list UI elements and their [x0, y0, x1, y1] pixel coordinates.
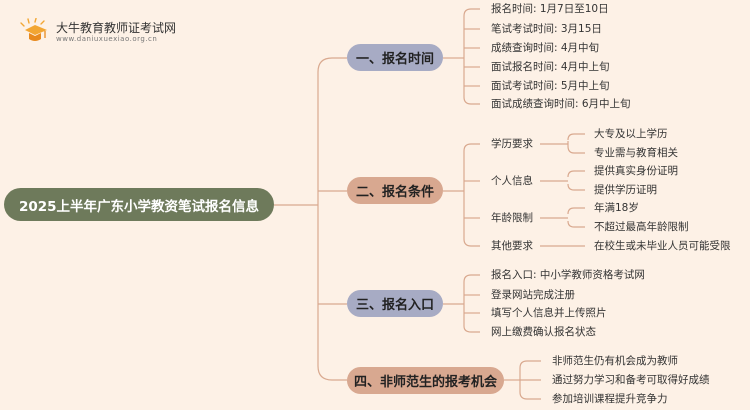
leaf-node: 提供真实身份证明 [594, 165, 678, 177]
leaf-node: 专业需与教育相关 [594, 147, 678, 159]
site-name: 大牛教育教师证考试网 [56, 21, 177, 35]
group-node: 其他要求 [491, 240, 533, 252]
site-url: www.daniuxuexiao.org.cn [56, 35, 158, 43]
leaf-node: 参加培训课程提升竞争力 [552, 393, 668, 405]
branch-registration-time: 一、报名时间 [347, 44, 443, 71]
group-node: 年龄限制 [491, 212, 533, 224]
leaf-node: 面试成绩查询时间: 6月中上旬 [491, 98, 631, 110]
leaf-node: 不超过最高年龄限制 [594, 221, 689, 233]
group-node: 个人信息 [491, 175, 533, 187]
leaf-node: 笔试考试时间: 3月15日 [491, 23, 602, 35]
leaf-node: 在校生或未毕业人员可能受限 [594, 240, 731, 252]
leaf-node: 年满18岁 [594, 202, 639, 214]
leaf-node: 成绩查询时间: 4月中旬 [491, 42, 600, 54]
leaf-node: 报名入口: 中小学教师资格考试网 [491, 269, 645, 281]
leaf-node: 非师范生仍有机会成为教师 [552, 355, 678, 367]
branch-registration-entry: 三、报名入口 [347, 290, 443, 317]
branch-registration-conditions: 二、报名条件 [347, 177, 443, 204]
leaf-node: 网上缴费确认报名状态 [491, 326, 596, 338]
leaf-node: 登录网站完成注册 [491, 289, 575, 301]
leaf-node: 面试报名时间: 4月中上旬 [491, 61, 610, 73]
leaf-node: 面试考试时间: 5月中上旬 [491, 80, 610, 92]
root-node: 2025上半年广东小学教资笔试报名信息 [4, 188, 274, 221]
leaf-node: 提供学历证明 [594, 184, 657, 196]
leaf-node: 报名时间: 1月7日至10日 [491, 3, 609, 15]
branch-non-normal-students: 四、非师范生的报考机会 [347, 367, 504, 394]
leaf-node: 填写个人信息并上传照片 [491, 307, 607, 319]
leaf-node: 通过努力学习和备考可取得好成绩 [552, 374, 710, 386]
group-node: 学历要求 [491, 138, 533, 150]
leaf-node: 大专及以上学历 [594, 128, 668, 140]
graduation-cap-logo-icon [20, 18, 47, 41]
